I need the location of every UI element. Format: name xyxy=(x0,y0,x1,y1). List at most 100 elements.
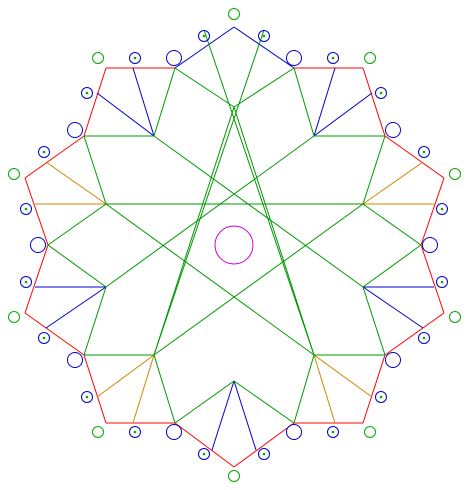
star-line xyxy=(153,354,176,424)
blue-marker-circle xyxy=(20,276,32,288)
star-line xyxy=(293,354,315,424)
blue-marker-circle xyxy=(258,448,270,460)
blue-marker-circle xyxy=(20,203,32,215)
ochre-line xyxy=(313,354,336,424)
blue-marker-circle-dot xyxy=(24,280,28,284)
blue-marker-circle-dot xyxy=(422,150,426,154)
fan-line xyxy=(45,286,107,329)
star-line xyxy=(174,67,235,108)
green-marker-circle xyxy=(228,470,240,482)
blue-marker-circle xyxy=(436,276,448,288)
ochre-line xyxy=(362,161,424,205)
outline-edge xyxy=(384,135,445,179)
outline-edge xyxy=(24,312,85,356)
blue-marker-circle-dot xyxy=(85,395,89,399)
outline-edge xyxy=(233,422,295,468)
blue-marker-circle xyxy=(418,146,430,158)
large-blue-marker-circle xyxy=(30,237,46,253)
green-marker-circle xyxy=(228,8,240,20)
large-blue-marker-circle xyxy=(166,424,182,440)
green-marker-circle xyxy=(92,426,104,438)
outline-edge xyxy=(384,312,445,356)
blue-marker-circle xyxy=(258,30,270,42)
large-blue-marker-circle xyxy=(166,50,182,66)
star-line xyxy=(47,203,107,246)
outline-edge xyxy=(420,177,445,246)
green-marker-circle xyxy=(92,52,104,64)
fan-line xyxy=(132,67,155,137)
blue-marker-circle xyxy=(198,30,210,42)
blue-marker-circle xyxy=(375,87,387,99)
star-line xyxy=(153,29,265,356)
outline-edge xyxy=(420,244,445,314)
outline-edge xyxy=(83,354,107,424)
outline-edge xyxy=(362,67,386,137)
star-line xyxy=(153,67,176,137)
blue-marker-circle-dot xyxy=(133,430,137,434)
blue-marker-circle xyxy=(81,87,93,99)
blue-marker-circle xyxy=(38,146,50,158)
star-line xyxy=(233,380,295,424)
star-line xyxy=(362,244,422,288)
center-circle xyxy=(214,225,254,265)
outline-edge xyxy=(233,26,295,69)
green-marker-circle xyxy=(364,52,376,64)
star-line xyxy=(105,135,315,288)
blue-marker-circle-dot xyxy=(331,430,335,434)
blue-fan-lines-group xyxy=(35,67,434,451)
blue-marker-circle-dot xyxy=(262,452,266,456)
blue-marker-circle-dot xyxy=(262,34,266,38)
green-marker-circle xyxy=(8,168,20,180)
outline-edge xyxy=(362,354,386,424)
ochre-line xyxy=(96,354,155,398)
star-line xyxy=(293,67,315,137)
green-marker-circle xyxy=(364,426,376,438)
outline-edge xyxy=(174,422,235,468)
outline-edge xyxy=(83,67,107,137)
blue-marker-circle xyxy=(327,52,339,64)
blue-marker-circle xyxy=(436,203,448,215)
star-line xyxy=(174,380,235,424)
ochre-lines-group xyxy=(35,161,434,424)
star-line xyxy=(105,203,315,356)
star-line xyxy=(47,244,107,288)
green-star-lines-group xyxy=(47,29,422,424)
blue-marker-circle-dot xyxy=(24,207,28,211)
green-marker-circle xyxy=(8,311,20,323)
blue-marker-circle-dot xyxy=(440,280,444,284)
star-line xyxy=(83,135,107,205)
large-blue-marker-circle xyxy=(286,50,302,66)
ochre-line xyxy=(45,161,107,205)
star-line xyxy=(153,135,364,288)
star-line xyxy=(362,286,386,356)
star-line xyxy=(153,203,364,356)
blue-marker-circle-dot xyxy=(422,336,426,340)
blue-marker-circle xyxy=(418,332,430,344)
blue-marker-circle xyxy=(38,332,50,344)
star-line xyxy=(203,29,315,356)
ochre-line xyxy=(132,354,155,424)
ochre-line xyxy=(313,354,373,398)
outline-edge xyxy=(24,135,85,179)
blue-marker-circle-dot xyxy=(202,452,206,456)
large-blue-marker-circle xyxy=(422,237,438,253)
outline-edge xyxy=(24,244,49,314)
blue-marker-circle-dot xyxy=(202,34,206,38)
fan-line xyxy=(211,380,235,451)
large-blue-marker-circle xyxy=(385,352,401,368)
outline-edge xyxy=(174,26,235,69)
blue-marker-circle-dot xyxy=(42,150,46,154)
green-marker-circle xyxy=(449,311,461,323)
blue-marker-circle-dot xyxy=(85,91,89,95)
star-line xyxy=(362,135,386,205)
blue-marker-circle xyxy=(327,426,339,438)
blue-marker-circle-dot xyxy=(379,91,383,95)
red-outline-group xyxy=(24,26,445,468)
fan-line xyxy=(313,92,373,137)
outline-edge xyxy=(24,177,49,246)
blue-marker-circle-dot xyxy=(331,56,335,60)
large-blue-marker-circle xyxy=(286,424,302,440)
blue-marker-circle-dot xyxy=(440,207,444,211)
